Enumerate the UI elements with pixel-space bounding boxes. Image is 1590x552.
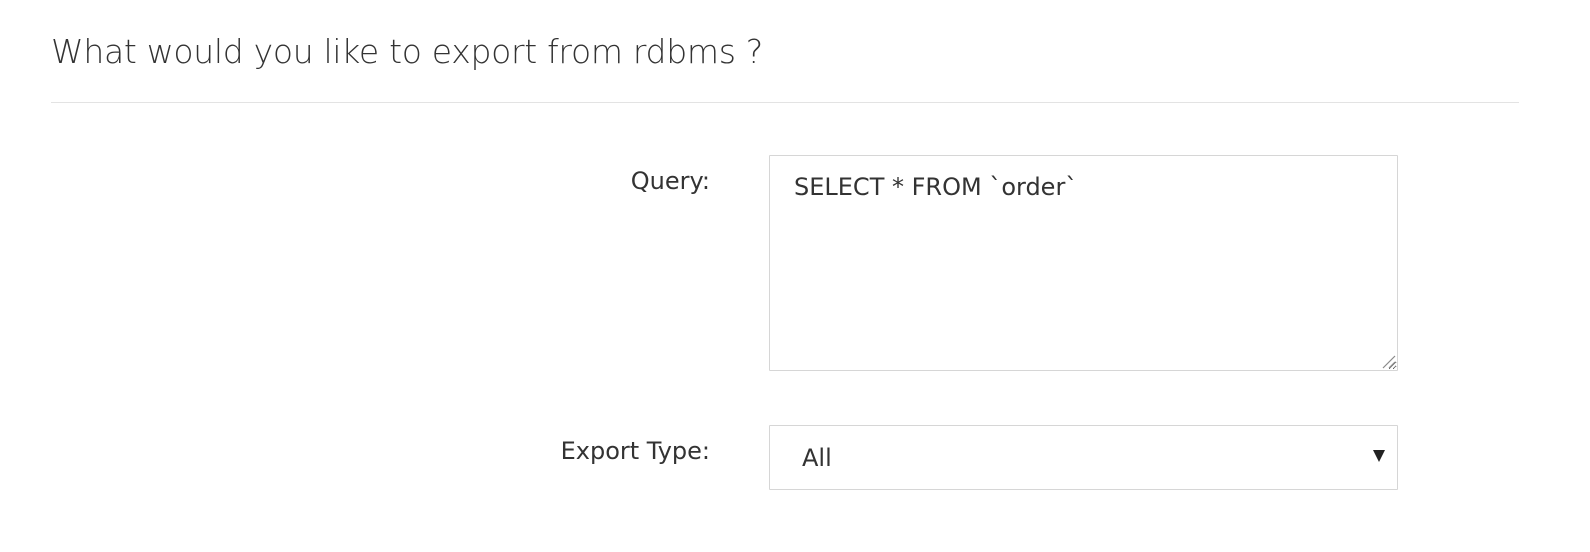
divider — [51, 102, 1519, 103]
export-type-select[interactable]: All — [769, 425, 1398, 490]
query-label: Query: — [630, 167, 710, 195]
query-textarea[interactable]: SELECT * FROM `order` — [769, 155, 1398, 371]
export-type-selected-value: All — [802, 444, 832, 472]
page-title: What would you like to export from rdbms… — [51, 32, 763, 71]
export-type-label: Export Type: — [560, 437, 710, 465]
chevron-down-icon — [1373, 450, 1385, 462]
resize-handle-icon[interactable] — [1380, 353, 1396, 369]
